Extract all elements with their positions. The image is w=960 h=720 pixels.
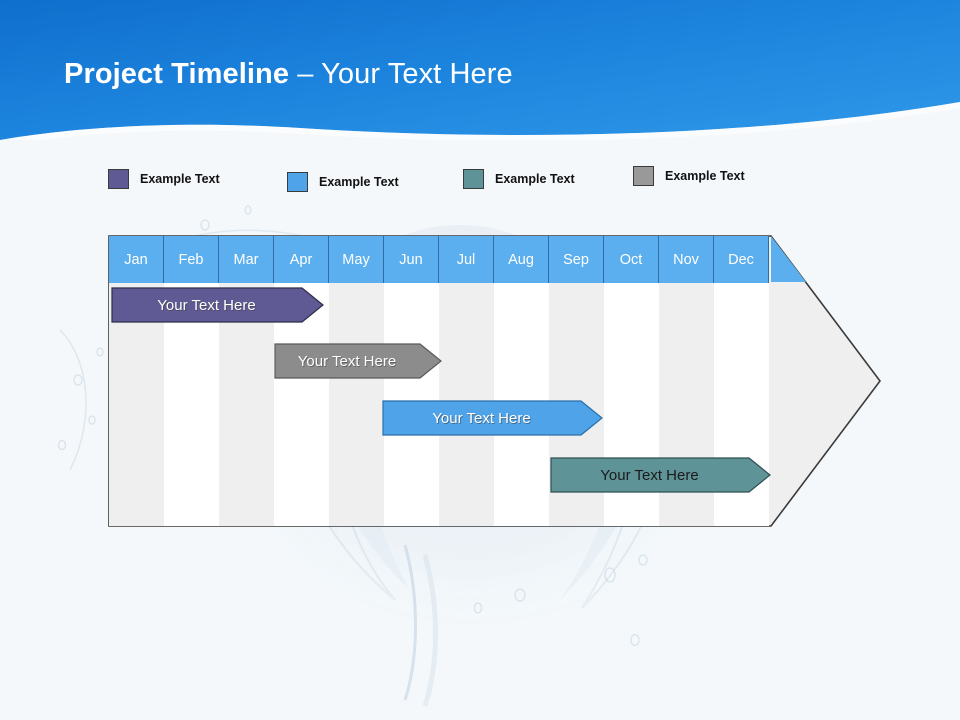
month-header-may: May [329,236,384,283]
month-header-nov: Nov [659,236,714,283]
legend-item-1[interactable]: Example Text [108,168,220,190]
gantt-column-apr: Apr [274,236,329,526]
legend-label-4: Example Text [665,169,745,183]
page-title-light: – Your Text Here [289,58,513,90]
month-header-apr: Apr [274,236,329,283]
month-header-mar: Mar [219,236,274,283]
legend: Example Text Example Text Example Text E… [108,165,828,199]
gantt-bar-2[interactable]: Your Text Here [274,343,442,379]
legend-swatch-teal [463,169,484,189]
gantt-column-jul: Jul [439,236,494,526]
legend-item-2[interactable]: Example Text [287,171,399,193]
month-header-oct: Oct [604,236,659,283]
month-header-feb: Feb [164,236,219,283]
gantt-column-jan: Jan [109,236,164,526]
legend-swatch-gray [633,166,654,186]
legend-item-3[interactable]: Example Text [463,168,575,190]
gantt-column-may: May [329,236,384,526]
gantt-column-feb: Feb [164,236,219,526]
gantt-column-aug: Aug [494,236,549,526]
month-header-aug: Aug [494,236,549,283]
gantt-column-mar: Mar [219,236,274,526]
legend-item-4[interactable]: Example Text [633,165,745,187]
legend-label-3: Example Text [495,172,575,186]
legend-swatch-blue [287,172,308,192]
gantt-bar-1[interactable]: Your Text Here [111,287,324,323]
legend-label-1: Example Text [140,172,220,186]
gantt-bar-3[interactable]: Your Text Here [382,400,603,436]
month-header-dec: Dec [714,236,769,283]
month-header-sep: Sep [549,236,604,283]
legend-label-2: Example Text [319,175,399,189]
gantt-bars: Your Text Here Your Text Here Your Text … [108,235,884,527]
header-banner [0,0,960,140]
legend-swatch-purple [108,169,129,189]
page-title: Project Timeline – Your Text Here [64,58,513,91]
month-header-jun: Jun [384,236,439,283]
month-header-jul: Jul [439,236,494,283]
gantt-bar-4[interactable]: Your Text Here [550,457,771,493]
month-header-jan: Jan [109,236,164,283]
gantt-column-jun: Jun [384,236,439,526]
page-title-strong: Project Timeline [64,58,290,90]
gantt-chart: Jan Feb Mar Apr May Jun Jul Aug [108,235,884,527]
